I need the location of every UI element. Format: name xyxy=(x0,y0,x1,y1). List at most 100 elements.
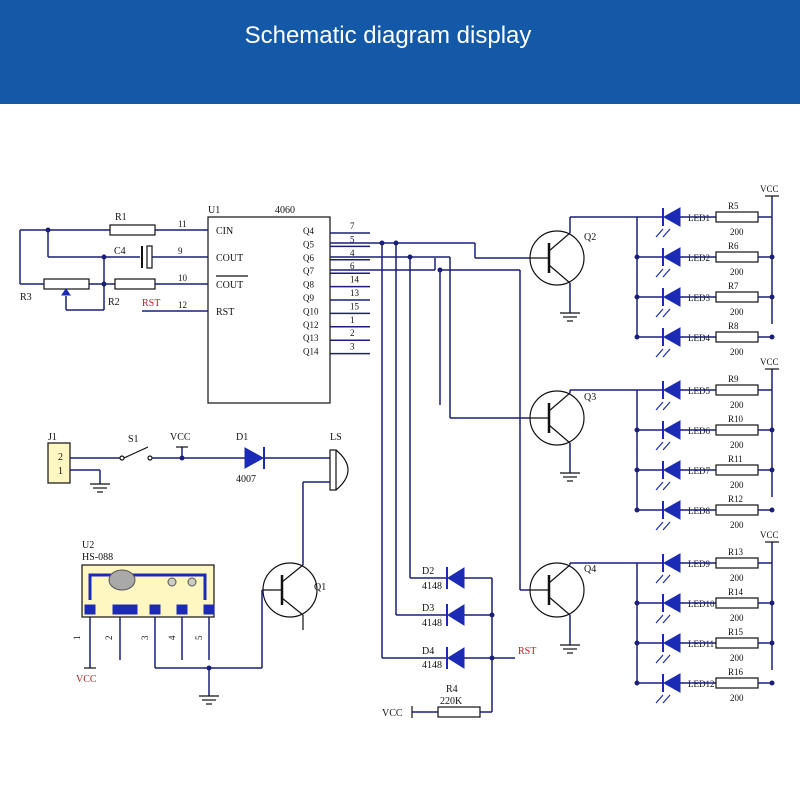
led-label: LED9 xyxy=(688,559,710,569)
j1-pin-2: 2 xyxy=(58,452,63,463)
u1-pin-number: 9 xyxy=(178,246,183,256)
resistor-icon xyxy=(715,384,759,396)
resistor-value: 200 xyxy=(730,653,744,663)
u1-pin-number: 11 xyxy=(178,219,187,229)
q4-label: Q4 xyxy=(584,564,596,575)
light-emission-icon xyxy=(655,574,664,584)
s1-label: S1 xyxy=(128,434,139,445)
junction-dot xyxy=(769,507,775,513)
transistor-emitter xyxy=(548,424,571,444)
led-icon xyxy=(662,500,681,520)
light-emission-icon xyxy=(662,401,671,411)
u2-label: U2 xyxy=(82,540,94,551)
light-emission-icon xyxy=(655,521,664,531)
led-bank: Q4VCCLED9R13200LED10R14200LED11R15200LED… xyxy=(529,530,779,704)
resistor-label: R13 xyxy=(728,547,744,557)
u1-pin-name: CIN xyxy=(216,226,233,237)
transistor-collector xyxy=(548,392,571,412)
rst-label-input: RST xyxy=(142,298,160,309)
resistor-value: 200 xyxy=(730,573,744,583)
resistor-label: R8 xyxy=(728,321,739,331)
resistor-label: R12 xyxy=(728,494,743,504)
r4-label: R4 xyxy=(446,684,458,695)
u1-pin-number: 5 xyxy=(350,234,355,244)
light-emission-icon xyxy=(662,441,671,451)
resistor-label: R5 xyxy=(728,201,739,211)
vcc-label: VCC xyxy=(760,530,779,540)
junction-dot xyxy=(769,600,775,606)
junction-dot xyxy=(769,680,775,686)
u1-pin-number: 1 xyxy=(350,315,355,325)
d2-label: D2 xyxy=(422,566,434,577)
u1-pin-number: 4 xyxy=(350,248,355,258)
junction-dot xyxy=(634,680,640,686)
u2-part: HS-088 xyxy=(82,552,113,563)
light-emission-icon xyxy=(662,268,671,278)
resistor-value: 200 xyxy=(730,307,744,317)
resistor-icon xyxy=(715,291,759,303)
resistor-value: 200 xyxy=(730,400,744,410)
transistor-emitter xyxy=(548,596,571,616)
junction-dot xyxy=(634,334,640,340)
page-title: Schematic diagram display xyxy=(244,22,532,49)
light-emission-icon xyxy=(655,401,664,411)
led-label: LED4 xyxy=(688,333,710,343)
junction-dot xyxy=(769,254,775,260)
transistor-q1: Q1 xyxy=(261,562,326,668)
led-label: LED8 xyxy=(688,506,710,516)
d1-part: 4007 xyxy=(236,474,256,485)
u2-pin-2: 2 xyxy=(104,636,114,641)
u1-pin-name: Q13 xyxy=(303,333,319,343)
r3-label: R3 xyxy=(20,292,32,303)
led-icon xyxy=(662,287,681,307)
vcc-label-r4: VCC xyxy=(382,708,403,719)
junction-dot xyxy=(769,427,775,433)
q1-label: Q1 xyxy=(314,582,326,593)
junction-dot xyxy=(634,600,640,606)
resistor-icon xyxy=(715,424,759,436)
light-emission-icon xyxy=(655,614,664,624)
output-bus xyxy=(330,240,530,658)
resistor-value: 200 xyxy=(730,347,744,357)
rst-label-output: RST xyxy=(518,646,536,657)
oscillator-network: R1 C4 R3 R2 RST xyxy=(19,212,208,312)
d2-part: 4148 xyxy=(422,581,442,592)
led-icon xyxy=(662,380,681,400)
u1-pin-number: 15 xyxy=(350,301,360,311)
light-emission-icon xyxy=(662,521,671,531)
transistor-collector xyxy=(548,564,571,584)
u2-pin-3: 3 xyxy=(140,635,150,640)
u1-pin-name: Q14 xyxy=(303,347,319,357)
d1-label: D1 xyxy=(236,432,248,443)
junction-dot xyxy=(634,294,640,300)
junction-dot xyxy=(769,294,775,300)
u1-part: 4060 xyxy=(275,205,295,216)
vcc-label-u2: VCC xyxy=(76,674,97,685)
vcc-label: VCC xyxy=(760,357,779,367)
light-emission-icon xyxy=(655,348,664,358)
u1-pin-name: RST xyxy=(216,307,234,318)
light-emission-icon xyxy=(655,481,664,491)
junction-dot xyxy=(634,640,640,646)
led-label: LED5 xyxy=(688,386,710,396)
led-label: LED1 xyxy=(688,213,710,223)
led-icon xyxy=(662,460,681,480)
resistor-label: R16 xyxy=(728,667,744,677)
light-emission-icon xyxy=(662,574,671,584)
led-icon xyxy=(662,553,681,573)
led-icon xyxy=(662,633,681,653)
d3-label: D3 xyxy=(422,603,434,614)
light-emission-icon xyxy=(662,348,671,358)
light-emission-icon xyxy=(662,694,671,704)
u1-pin-name: COUT xyxy=(216,253,243,264)
j1-label: J1 xyxy=(48,432,57,443)
resistor-icon xyxy=(715,637,759,649)
u2-pin-5: 5 xyxy=(194,635,204,640)
u2-module: U2 HS-088 1 2 3 4 5 VCC xyxy=(72,540,262,705)
j1-pin-1: 1 xyxy=(58,466,63,477)
u1-pin-number: 14 xyxy=(350,275,360,285)
light-emission-icon xyxy=(655,441,664,451)
resistor-label: R15 xyxy=(728,627,744,637)
led-icon xyxy=(662,593,681,613)
led-label: LED2 xyxy=(688,253,710,263)
